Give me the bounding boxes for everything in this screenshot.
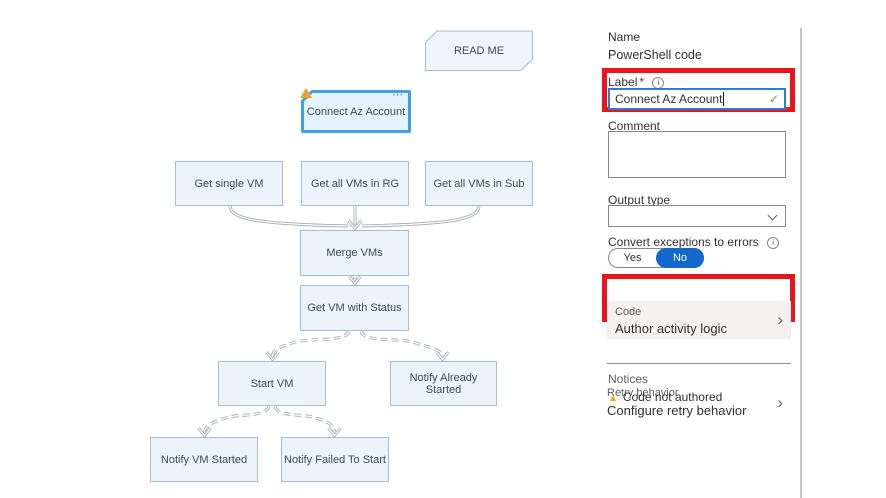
notice-item: ▲ Code not authored	[608, 390, 722, 404]
required-asterisk: *	[639, 75, 645, 89]
node-get-all-vms-in-rg[interactable]: Get all VMs in RG	[301, 161, 409, 206]
warning-corner-icon	[300, 88, 312, 98]
label-field-caption: Label*	[608, 75, 665, 89]
node-label: Notify VM Started	[160, 453, 248, 466]
node-notify-failed-to-start[interactable]: Notify Failed To Start	[281, 437, 389, 482]
workflow-canvas[interactable]: READ ME Connect Az Account ⋯ Get single …	[0, 0, 600, 498]
convert-exceptions-toggle[interactable]: Yes No	[608, 248, 704, 268]
notice-text: Code not authored	[622, 390, 723, 404]
node-notify-already-started[interactable]: Notify Already Started	[390, 361, 497, 406]
read-me-shape	[425, 30, 533, 71]
retry-value: Configure retry behavior	[607, 403, 747, 418]
node-label: Merge VMs	[326, 247, 383, 259]
node-label: READ ME	[453, 44, 505, 57]
code-value: Author activity logic	[615, 321, 727, 336]
notices-label: Notices	[608, 372, 649, 386]
connect-az-account-shape	[301, 90, 411, 133]
chevron-right-icon: ›	[777, 393, 783, 412]
label-input[interactable]: Connect Az Account ✓	[608, 88, 786, 110]
retry-behavior-card[interactable]: Retry behavior Configure retry behavior …	[607, 387, 791, 419]
text-cursor	[723, 92, 725, 106]
node-label: Get all VMs in Sub	[433, 177, 525, 190]
connector-layer	[197, 30, 533, 438]
node-get-single-vm[interactable]: Get single VM	[175, 161, 283, 206]
node-label: Get single VM	[194, 177, 264, 190]
toggle-no-option[interactable]: No	[656, 248, 704, 268]
retry-caption: Retry behavior	[607, 387, 679, 399]
chevron-right-icon: ›	[777, 310, 783, 329]
comment-textarea[interactable]	[608, 131, 786, 178]
valid-check-icon: ✓	[768, 92, 779, 106]
node-start-vm[interactable]: Start VM	[218, 361, 326, 406]
chevron-down-icon	[767, 210, 778, 221]
node-menu-icon[interactable]: ⋯	[392, 89, 404, 101]
info-icon[interactable]	[767, 237, 780, 249]
toggle-yes-option[interactable]: Yes	[623, 252, 642, 264]
node-label: Notify Already Started	[409, 371, 478, 396]
warning-triangle-icon: ▲	[608, 393, 618, 404]
node-label: Start VM	[250, 377, 294, 390]
node-get-all-vms-in-sub[interactable]: Get all VMs in Sub	[425, 161, 533, 206]
node-get-vm-with-status[interactable]: Get VM with Status	[300, 285, 409, 331]
properties-panel: Name PowerShell code Label* Connect Az A…	[602, 0, 795, 498]
node-label: Connect Az Account	[306, 105, 406, 118]
section-divider	[607, 363, 791, 364]
label-input-value: Connect Az Account	[615, 92, 723, 106]
node-notify-vm-started[interactable]: Notify VM Started	[150, 437, 258, 482]
node-connect-az-account[interactable]: Connect Az Account ⋯	[300, 88, 410, 132]
node-merge-vms[interactable]: Merge VMs	[300, 230, 409, 276]
node-label: Get VM with Status	[307, 302, 402, 314]
panel-scrollbar[interactable]	[800, 28, 802, 498]
node-label: Get all VMs in RG	[310, 177, 400, 190]
output-type-select[interactable]	[608, 205, 786, 227]
name-label: Name	[608, 30, 641, 44]
comment-label: Comment	[608, 119, 661, 133]
output-type-label: Output type	[608, 193, 671, 207]
code-section-card[interactable]: Code Author activity logic ›	[607, 301, 791, 339]
name-value: PowerShell code	[608, 48, 702, 62]
label-text: Label	[608, 75, 638, 89]
code-caption: Code	[615, 306, 642, 318]
node-label: Notify Failed To Start	[284, 453, 386, 466]
convert-exceptions-label: Convert exceptions to errors	[608, 235, 780, 249]
node-read-me[interactable]: READ ME	[425, 30, 533, 71]
